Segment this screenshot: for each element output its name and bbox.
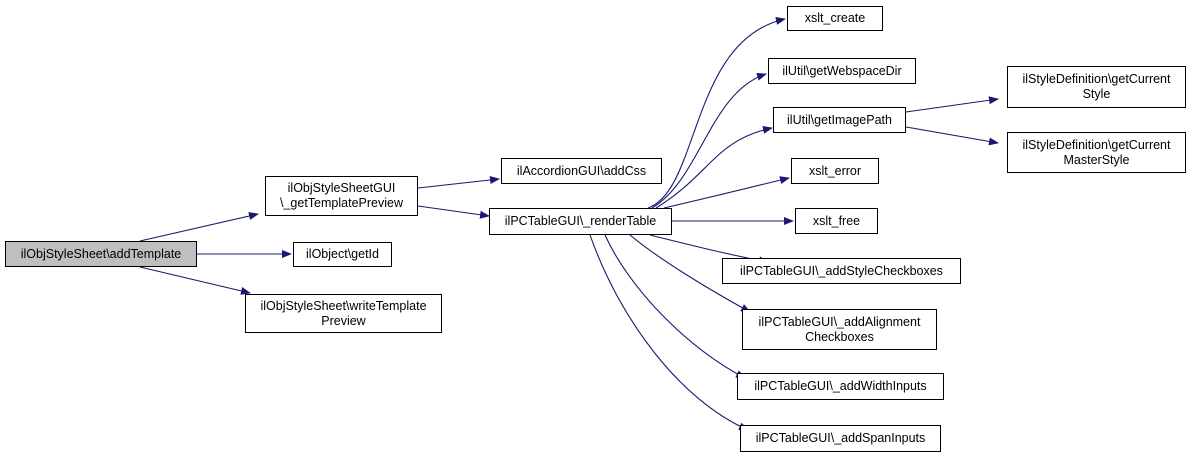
edge-getimagepath-to-getcurrentstyle (905, 96, 999, 113)
edge-rendertable-to-xslt-create (647, 17, 786, 209)
node-getwebspacedir[interactable]: ilUtil\getWebspaceDir (768, 58, 916, 84)
node-writetemplatepreview[interactable]: ilObjStyleSheet\writeTemplate Preview (245, 294, 442, 333)
node-getcurrentstyle[interactable]: ilStyleDefinition\getCurrent Style (1007, 66, 1186, 108)
node-addcss[interactable]: ilAccordionGUI\addCss (501, 158, 662, 184)
edge-root-to-writetemplatepreview (139, 266, 251, 295)
node-gettemplatepreview[interactable]: ilObjStyleSheetGUI \_getTemplatePreview (265, 176, 418, 216)
edge-rendertable-to-getwebspacedir (651, 72, 767, 209)
edge-gettemplatepreview-to-rendertable (417, 205, 490, 219)
edge-rendertable-to-xslt-error (663, 176, 790, 209)
edge-rendertable-to-addspaninputs (589, 234, 749, 431)
node-getcurrentmasterstyle[interactable]: ilStyleDefinition\getCurrent MasterStyle (1007, 132, 1186, 173)
node-rendertable[interactable]: ilPCTableGUI\_renderTable (489, 208, 672, 235)
node-xslt-error[interactable]: xslt_error (791, 158, 879, 184)
edge-rendertable-to-addalignmentcheckboxes (629, 234, 751, 313)
node-xslt-create[interactable]: xslt_create (787, 6, 883, 31)
node-addspaninputs[interactable]: ilPCTableGUI\_addSpanInputs (740, 425, 941, 452)
node-addalignmentcheckboxes[interactable]: ilPCTableGUI\_addAlignment Checkboxes (742, 309, 937, 350)
node-xslt-free[interactable]: xslt_free (795, 208, 878, 234)
node-getid[interactable]: ilObject\getId (293, 242, 392, 267)
edge-root-to-gettemplatepreview (139, 212, 259, 242)
node-addstylecheckboxes[interactable]: ilPCTableGUI\_addStyleCheckboxes (722, 258, 961, 284)
node-addwidthinputs[interactable]: ilPCTableGUI\_addWidthInputs (737, 373, 944, 400)
node-getimagepath[interactable]: ilUtil\getImagePath (773, 107, 906, 133)
edge-getimagepath-to-getcurrentmasterstyle (905, 126, 999, 146)
edge-gettemplatepreview-to-addcss (417, 176, 500, 189)
node-addtemplate[interactable]: ilObjStyleSheet\addTemplate (5, 241, 197, 267)
edge-rendertable-to-getimagepath (655, 125, 773, 209)
edge-rendertable-to-addwidthinputs (604, 234, 746, 379)
